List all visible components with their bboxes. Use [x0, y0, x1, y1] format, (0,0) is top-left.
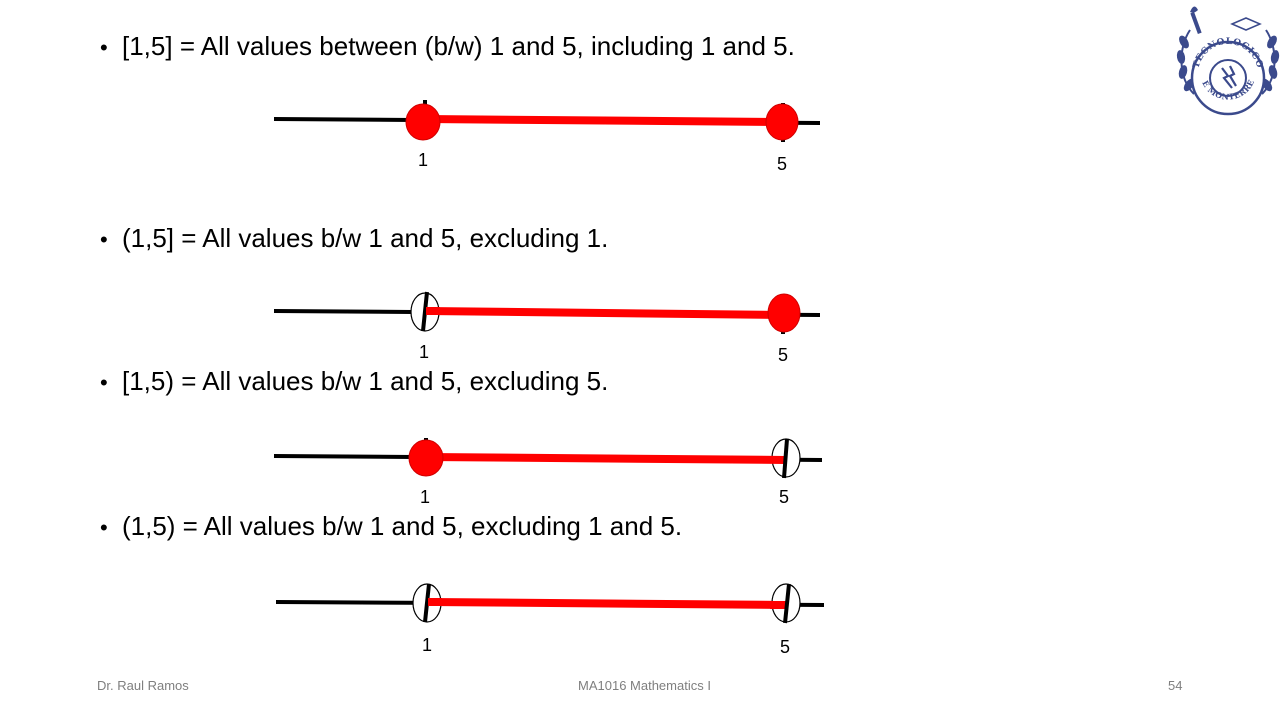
interval-segment [425, 307, 784, 319]
number-line-left-open-graphic [273, 291, 821, 334]
tick-1 [421, 291, 429, 332]
tick-label-5: 5 [776, 154, 788, 174]
number-line-closed: 1 5 [260, 90, 840, 180]
number-line-open-graphic [275, 583, 825, 624]
tick-5 [782, 438, 789, 479]
tick-label-5: 5 [777, 345, 789, 365]
bullet-dot: • [100, 370, 108, 395]
bullet-closed-interval: • [1,5] = All values between (b/w) 1 and … [100, 30, 795, 64]
bullet-right-open-interval: • [1,5) = All values b/w 1 and 5, excludi… [100, 365, 608, 399]
tick-label-1: 1 [419, 487, 431, 507]
tec-de-monterrey-seal-icon: TECNOLOGICO DE MONTERREY [1168, 0, 1280, 116]
tec-de-monterrey-logo: TECNOLOGICO DE MONTERREY [1168, 0, 1280, 126]
tick-label-1: 1 [417, 150, 429, 170]
closed-endpoint-5 [767, 293, 801, 333]
bullet-text: (1,5] = All values b/w 1 and 5, excludin… [122, 223, 609, 253]
torch-flame [1190, 6, 1198, 13]
tick-label-5: 5 [778, 487, 790, 507]
bullet-dot: • [100, 515, 108, 540]
book [1230, 17, 1262, 31]
bullet-left-open-interval: • (1,5] = All values b/w 1 and 5, excludi… [100, 222, 608, 256]
footer-course: MA1016 Mathematics I [578, 678, 711, 693]
number-line-left-open: 1 5 [260, 282, 840, 372]
footer-page-number: 54 [1168, 678, 1183, 693]
bullet-text: [1,5] = All values between (b/w) 1 and 5… [122, 31, 795, 61]
seal-center-mark [1221, 65, 1237, 89]
tick-label-1: 1 [418, 342, 430, 362]
interval-segment [426, 453, 787, 464]
closed-endpoint-1 [408, 439, 444, 477]
number-line-open: 1 5 [260, 574, 840, 664]
footer-author: Dr. Raul Ramos [97, 678, 189, 693]
torch [1190, 11, 1202, 35]
closed-endpoint-1 [405, 103, 441, 141]
bullet-text: (1,5) = All values b/w 1 and 5, excludin… [122, 511, 683, 541]
bullet-dot: • [100, 227, 108, 252]
tick-label-5: 5 [779, 637, 791, 657]
seal-inner [1209, 59, 1247, 97]
number-line-right-open: 1 5 [260, 428, 840, 518]
bullet-open-interval: • (1,5) = All values b/w 1 and 5, excludi… [100, 510, 682, 544]
number-line-right-open-graphic [273, 438, 823, 479]
closed-endpoint-5 [765, 103, 799, 141]
bullet-text: [1,5) = All values b/w 1 and 5, excludin… [122, 366, 609, 396]
tick-1 [423, 583, 431, 623]
tick-5 [783, 583, 791, 624]
bullet-dot: • [100, 35, 108, 60]
number-line-closed-graphic [273, 100, 821, 142]
interval-segment [428, 598, 788, 609]
interval-segment [424, 115, 784, 126]
tick-label-1: 1 [421, 635, 433, 655]
